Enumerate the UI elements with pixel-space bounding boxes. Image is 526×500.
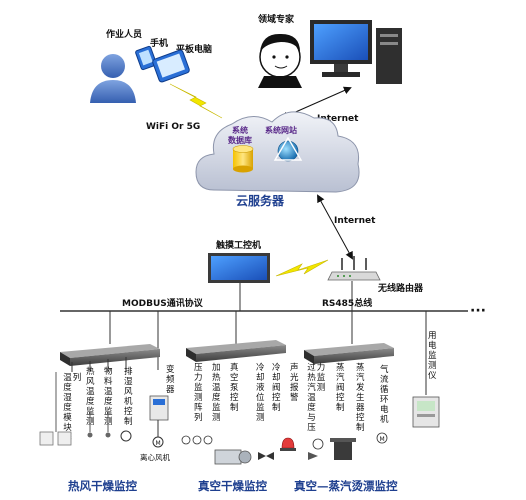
module-label-15: 用电监测仪 bbox=[428, 331, 437, 381]
module-label-10: 声光报警 bbox=[290, 362, 299, 403]
power-meter-icon bbox=[412, 396, 440, 428]
group3-sensors: M bbox=[308, 432, 388, 460]
group1-sensors bbox=[39, 412, 132, 446]
power-meter-group bbox=[412, 396, 440, 428]
steam-valve-icon bbox=[308, 438, 324, 460]
svg-text:M: M bbox=[380, 436, 385, 443]
tablet-label: 平板电脑 bbox=[176, 43, 212, 55]
centrifugal-fan-label: 离心风机 bbox=[140, 452, 170, 462]
operator-label: 作业人员 bbox=[106, 28, 142, 40]
module-label-14: 气流循环电机 bbox=[380, 364, 389, 425]
router-group: 无线路由器 bbox=[327, 256, 424, 294]
alarm-light-icon bbox=[280, 437, 296, 451]
expert-person-icon bbox=[258, 33, 302, 88]
touch-pc-group: 触摸工控机 bbox=[208, 239, 270, 283]
desktop-computer-icon bbox=[310, 20, 402, 84]
expert-group: 领域专家 bbox=[258, 13, 402, 88]
tablet-icon bbox=[152, 49, 190, 83]
module-label-9: 冷却阀控制 bbox=[272, 362, 281, 413]
database-label-line1: 系统 bbox=[232, 125, 248, 135]
module-vertical-labels: 温度湿度模块阵列热风温度监测物料温度监测排湿风机控制变频器压力监测阵列加热温度监… bbox=[63, 331, 437, 443]
svg-text:M: M bbox=[156, 440, 161, 447]
database-icon bbox=[232, 145, 254, 173]
internet-mid-label: Internet bbox=[334, 216, 376, 226]
bus-drops bbox=[109, 311, 427, 395]
cloud-server: 系统 数据库 系统网站 云服务器 bbox=[195, 111, 360, 208]
module-label-4: 变频器 bbox=[166, 364, 175, 395]
cooling-valve-icon bbox=[258, 452, 274, 460]
module-label-12: 蒸汽阀控制 bbox=[336, 362, 345, 413]
bus-continuation-ellipsis: ··· bbox=[470, 303, 486, 319]
humidity-sensor-icon-a bbox=[39, 431, 54, 446]
touch-panel-icon bbox=[208, 253, 270, 283]
temperature-probe-icon-a bbox=[87, 432, 93, 438]
inverter-group: M 离心风机 bbox=[140, 395, 170, 462]
cloud-title: 云服务器 bbox=[236, 193, 285, 208]
section-title-vacuum: 真空干燥监控 bbox=[198, 479, 267, 493]
centrifugal-fan-icon: M bbox=[152, 436, 164, 448]
internet-top-label: Internet bbox=[317, 114, 359, 124]
database-label-line2: 数据库 bbox=[228, 135, 252, 145]
inverter-icon bbox=[149, 395, 169, 421]
expert-label: 领域专家 bbox=[258, 13, 295, 25]
exhaust-fan-motor-icon bbox=[120, 430, 132, 442]
section-title-vacuum-steam: 真空—蒸汽烫漂监控 bbox=[294, 479, 398, 493]
io-module-2 bbox=[186, 340, 286, 362]
wireless-lightning-icon bbox=[169, 83, 223, 119]
website-label: 系统网站 bbox=[265, 125, 297, 135]
internet-link-mid bbox=[317, 194, 353, 260]
globe-website-icon bbox=[273, 136, 303, 162]
vacuum-pump-icon bbox=[214, 449, 252, 465]
phone-label: 手机 bbox=[150, 37, 168, 49]
phone-icon bbox=[135, 45, 157, 71]
wifi-label: WiFi Or 5G bbox=[146, 122, 200, 132]
wireless-router-icon bbox=[327, 256, 381, 281]
group1-drops bbox=[55, 357, 127, 432]
humidity-sensor-icon-b bbox=[57, 431, 72, 446]
module-label-3: 排湿风机控制 bbox=[124, 366, 133, 427]
module-label-13: 蒸汽发生器控制 bbox=[356, 362, 365, 433]
rs485-label: RS485总线 bbox=[322, 297, 372, 309]
router-lightning-icon bbox=[275, 259, 329, 277]
bus-lines bbox=[60, 281, 468, 312]
steam-generator-icon bbox=[330, 438, 356, 460]
operator-person-icon bbox=[90, 54, 136, 103]
modbus-label: MODBUS通讯协议 bbox=[122, 297, 204, 309]
group2-sensors bbox=[181, 435, 296, 465]
io-module-3 bbox=[304, 343, 394, 364]
section-title-hot-air: 热风干燥监控 bbox=[68, 479, 137, 493]
module-label-6: 加热温度监测 bbox=[212, 362, 221, 423]
router-label: 无线路由器 bbox=[377, 282, 424, 294]
module-label-7: 真空泵控制 bbox=[230, 362, 239, 413]
circulation-motor-icon: M bbox=[376, 432, 388, 444]
io-module-1 bbox=[60, 344, 160, 366]
module-label-5: 压力监测阵列 bbox=[194, 363, 203, 423]
operator-group: 作业人员 手机 平板电脑 bbox=[90, 28, 212, 103]
touch-pc-label: 触摸工控机 bbox=[215, 239, 261, 251]
module-label-11: 过热汽温度与压力监测 bbox=[307, 362, 326, 433]
module-label-8: 冷却液位监测 bbox=[256, 362, 265, 423]
pressure-gauge-icons bbox=[181, 435, 213, 445]
temperature-probe-icon-b bbox=[105, 432, 111, 438]
